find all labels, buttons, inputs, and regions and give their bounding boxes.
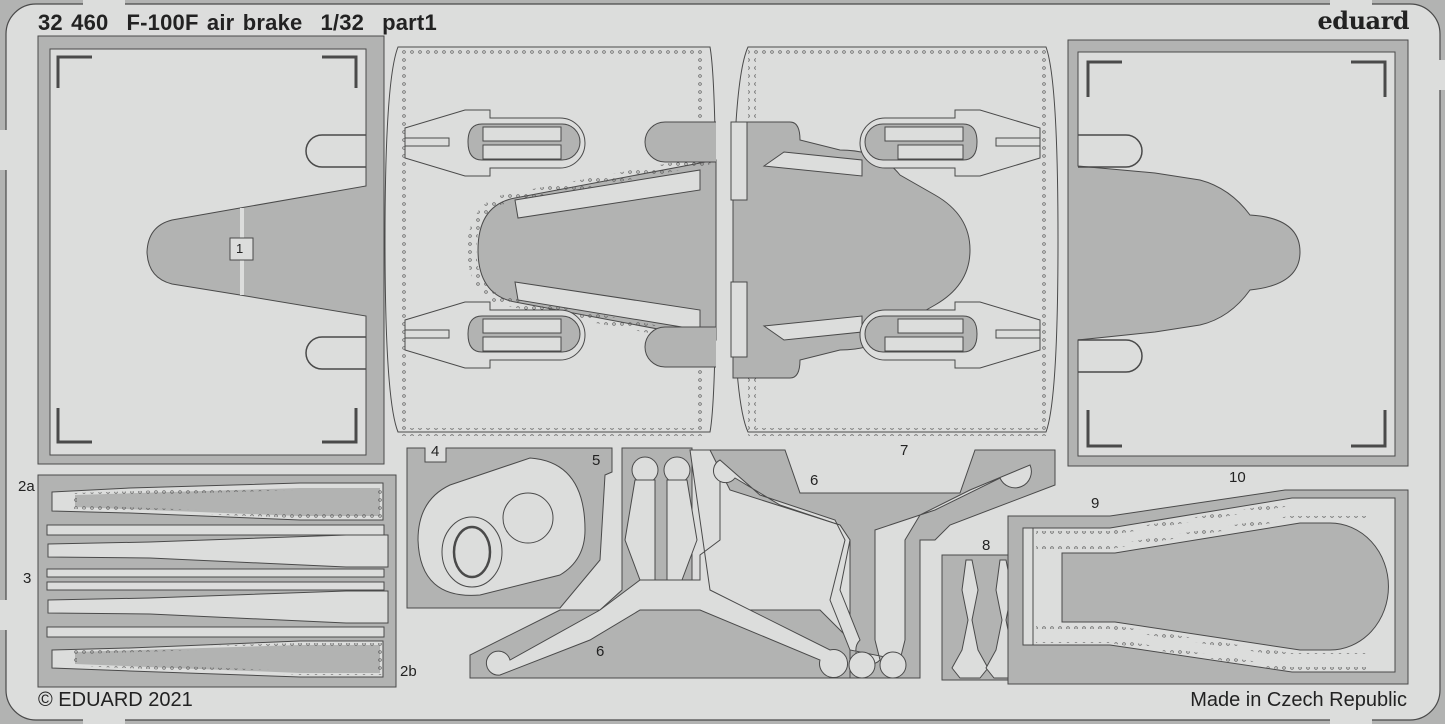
part-6-left [469,447,851,679]
air-brake-inner-left [384,46,717,436]
part-label-3: 3 [23,570,32,587]
copyright-text: © EDUARD 2021 [38,689,193,711]
part-label-7: 7 [900,442,909,459]
brand-logo: eduard [1317,6,1410,35]
parts-4-5-plate [406,447,613,609]
part-label-9: 9 [1091,495,1100,512]
part-label-5: 5 [592,452,601,469]
part-10-panel [1067,39,1409,467]
fret-title: 32 460 F-100F air brake 1/32 part1 [38,10,455,36]
part-6-right-7 [709,449,1056,679]
part-label-2a: 2a [18,478,35,495]
part-label-2b: 2b [400,663,417,680]
part-label-6-upper: 6 [810,472,819,489]
part-9-plate [1007,489,1409,685]
origin-text: Made in Czech Republic [1190,689,1407,711]
part-1-panel [37,35,385,465]
set-number: 32 460 [38,10,109,35]
parts-2-3-strips [37,474,397,688]
part-number: part1 [382,10,437,35]
set-title: F-100F air brake [126,10,303,35]
part-label-8: 8 [982,537,991,554]
scale: 1/32 [320,10,365,35]
part-label-10: 10 [1229,469,1246,486]
part-label-4: 4 [431,443,440,460]
part-label-1: 1 [236,241,244,256]
air-brake-inner-right [730,46,1059,436]
part-label-6-lower: 6 [596,643,605,660]
